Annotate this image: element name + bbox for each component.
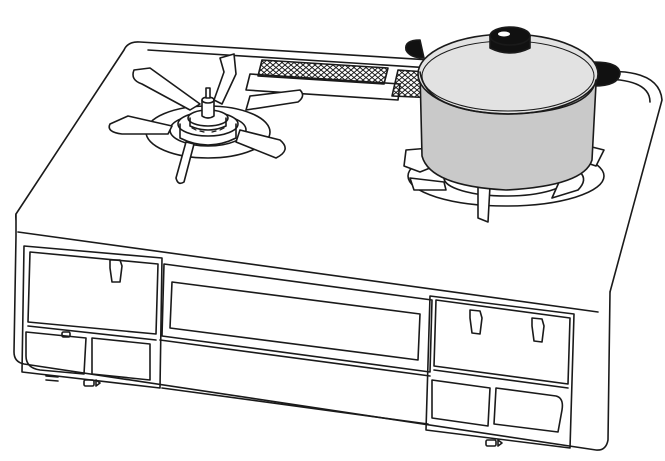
rear-vent-left — [257, 59, 389, 85]
cooking-pot — [404, 26, 621, 191]
pot-handle-left — [404, 39, 425, 59]
left-knob[interactable] — [109, 259, 123, 283]
broiler-drawer[interactable] — [161, 263, 433, 373]
pot-handle-right — [593, 61, 621, 87]
ignition-lock-icon — [485, 439, 503, 447]
right-knob-a[interactable] — [469, 309, 483, 335]
pot-lid-knob — [489, 26, 531, 54]
right-button-a[interactable] — [431, 379, 491, 427]
cooktop-inner-edge — [147, 49, 651, 103]
right-button-b[interactable] — [493, 387, 564, 433]
right-knob-b[interactable] — [531, 317, 545, 343]
ignition-lock-icon — [83, 379, 101, 387]
left-button-b[interactable] — [91, 337, 151, 381]
pot-lid-band — [419, 71, 597, 115]
left-grate — [108, 53, 304, 185]
left-button-a[interactable] — [25, 331, 87, 375]
broiler-window — [169, 281, 421, 361]
ignition-lock-icon — [61, 331, 71, 338]
right-control-panel — [433, 299, 571, 385]
